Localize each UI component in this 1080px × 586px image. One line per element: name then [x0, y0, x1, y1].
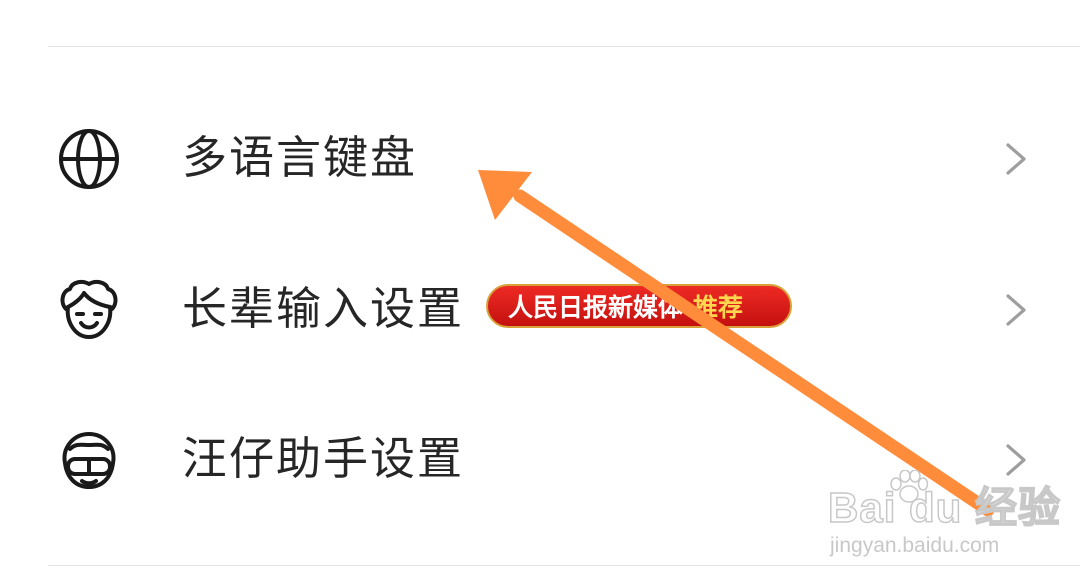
- chevron-right-icon: [1004, 142, 1028, 176]
- recommend-badge: 人民日报新媒体 推荐: [486, 284, 792, 328]
- chevron-right-icon: [1004, 443, 1028, 477]
- settings-item-label: 多语言键盘: [182, 131, 418, 184]
- elder-face-icon: [56, 279, 122, 341]
- settings-item-elder-input[interactable]: 长辈输入设置 人民日报新媒体 推荐: [0, 249, 1080, 369]
- bottom-divider: [48, 565, 1080, 566]
- chevron-right-icon: [1004, 293, 1028, 327]
- settings-item-multilingual-keyboard[interactable]: 多语言键盘: [0, 98, 1080, 218]
- badge-highlight: 推荐: [693, 293, 744, 322]
- settings-item-label: 汪仔助手设置: [182, 432, 465, 485]
- badge-text: 人民日报新媒体: [508, 293, 684, 322]
- top-divider: [48, 46, 1080, 47]
- settings-item-label: 长辈输入设置: [182, 282, 465, 335]
- wangzai-mascot-icon: [56, 429, 122, 491]
- globe-icon: [56, 128, 122, 190]
- watermark-url: jingyan.baidu.com: [830, 534, 1000, 557]
- settings-item-wangzai-assistant[interactable]: 汪仔助手设置: [0, 399, 1080, 519]
